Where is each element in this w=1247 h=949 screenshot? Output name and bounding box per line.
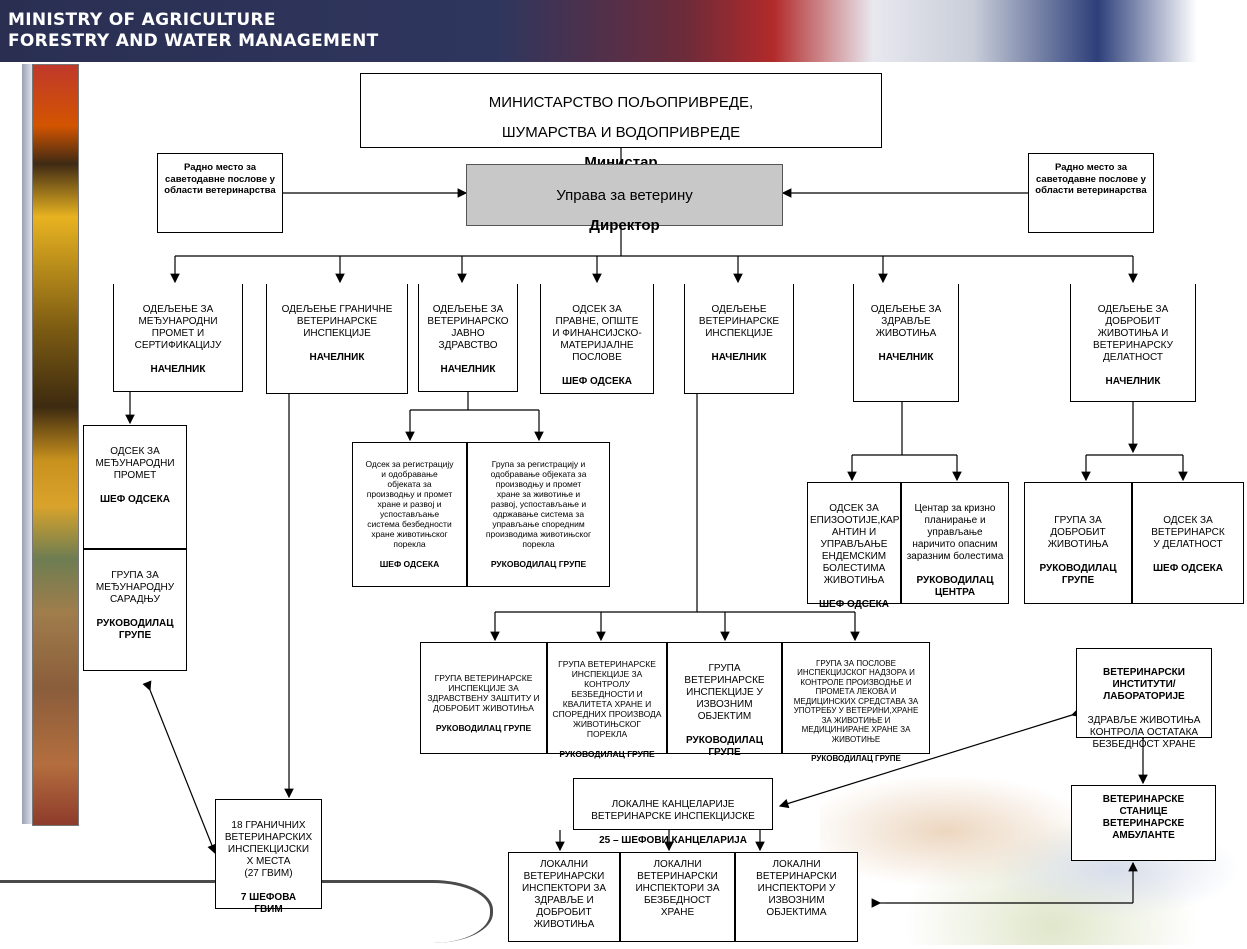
local-offices-box: ЛОКАЛНЕ КАНЦЕЛАРИЈЕ ВЕТЕРИНАРСКЕ ИНСПЕКЦ… xyxy=(573,778,773,846)
department-role: ШЕФ ОДСЕКА xyxy=(561,376,633,387)
department-title: ОДЕЉЕЊЕ ЗА ДОБРОБИТ ЖИВОТИЊА И ВЕТЕРИНАР… xyxy=(1093,304,1173,363)
department-title: ОДЕЉЕЊЕ ЗА ВЕТЕРИНАРСКО ЈАВНО ЗДРАВСТВО xyxy=(427,304,509,351)
unit-title: ГРУПА ВЕТЕРИНАРСКЕ ИНСПЕКЦИЈЕ ЗА КОНТРОЛ… xyxy=(552,659,662,739)
header-banner: MINISTRY OF AGRICULTURE FORESTRY AND WAT… xyxy=(0,0,1247,62)
stations-box: ВЕТЕРИНАРСКЕ СТАНИЦЕ ВЕТЕРИНАРСКЕ АМБУЛА… xyxy=(1071,785,1216,861)
border-inspection-points: 18 ГРАНИЧНИХ ВЕТЕРИНАРСКИХ ИНСПЕКЦИЈСКИ … xyxy=(215,799,322,915)
section-registration-food: Одсек за регистрацију и одобравање објек… xyxy=(352,442,467,587)
unit-role: РУКОВОДИЛАЦ ГРУПЕ xyxy=(685,735,764,758)
unit-title: Центар за кризно планирање и управљање н… xyxy=(906,503,1004,562)
unit-role: ШЕФ ОДСЕКА xyxy=(379,559,440,569)
section-legal-finance: ОДСЕК ЗА ПРАВНЕ, ОПШТЕ И ФИНАНСИЈСКО- МА… xyxy=(540,284,654,394)
department-title: ОДЕЉЕЊЕ ГРАНИЧНЕ ВЕТЕРИНАРСКЕ ИНСПЕКЦИЈЕ xyxy=(281,304,393,339)
advisory-right-box: Радно место за саветодавне послове у обл… xyxy=(1028,153,1154,233)
unit-title: ОДСЕК ЗА ВЕТЕРИНАРСК У ДЕЛАТНОСТ xyxy=(1151,515,1225,550)
unit-title: ГРУПА ВЕТЕРИНАРСКЕ ИНСПЕКЦИЈЕ ЗА ЗДРАВСТ… xyxy=(427,673,540,713)
center-crisis-planning: Центар за кризно планирање и управљање н… xyxy=(901,482,1009,604)
group-international-cooperation: ГРУПА ЗА МЕЂУНАРОДНУ САРАДЊУ РУКОВОДИЛАЦ… xyxy=(83,549,187,671)
unit-title: 18 ГРАНИЧНИХ ВЕТЕРИНАРСКИХ ИНСПЕКЦИЈСКИ … xyxy=(224,820,313,879)
banner-line-1: MINISTRY OF AGRICULTURE xyxy=(8,10,276,30)
directorate-box: Управа за ветерину Директор xyxy=(466,164,783,234)
institutes-sub: ЗДРАВЉЕ ЖИВОТИЊА КОНТРОЛА ОСТАТАКА БЕЗБЕ… xyxy=(1087,715,1201,750)
unit-role: РУКОВОДИЛАЦ ГРУПЕ xyxy=(435,723,532,733)
department-title: ОДЕЉЕЊЕ ВЕТЕРИНАРСКЕ ИНСПЕКЦИЈЕ xyxy=(698,304,780,339)
unit-role: ШЕФ ОДСЕКА xyxy=(1152,563,1224,574)
department-role: НАЧЕЛНИК xyxy=(309,352,365,363)
section-epizootics: ОДСЕК ЗА ЕПИЗООТИЈЕ,КАР АНТИН И УПРАВЉАЊ… xyxy=(807,482,901,610)
unit-role: РУКОВОДИЛАЦ ГРУПЕ xyxy=(811,753,901,763)
department-role: НАЧЕЛНИК xyxy=(440,364,496,375)
section-international-trade: ОДСЕК ЗА МЕЂУНАРОДНИ ПРОМЕТ ШЕФ ОДСЕКА xyxy=(83,425,187,549)
unit-role: РУКОВОДИЛАЦ ГРУПЕ xyxy=(96,618,174,641)
advisory-left-box: Радно место за саветодавне послове у обл… xyxy=(157,153,283,233)
unit-role: РУКОВОДИЛАЦ ГРУПЕ xyxy=(1039,563,1117,586)
banner-title: MINISTRY OF AGRICULTURE FORESTRY AND WAT… xyxy=(8,10,379,52)
unit-title: ГРУПА ВЕТЕРИНАРСКЕ ИНСПЕКЦИЈЕ У ИЗВОЗНИМ… xyxy=(684,663,765,722)
group-animal-welfare: ГРУПА ЗА ДОБРОБИТ ЖИВОТИЊА РУКОВОДИЛАЦ Г… xyxy=(1024,482,1132,604)
department-public-health: ОДЕЉЕЊЕ ЗА ВЕТЕРИНАРСКО ЈАВНО ЗДРАВСТВО … xyxy=(418,284,518,392)
group-inspection-food-safety: ГРУПА ВЕТЕРИНАРСКЕ ИНСПЕКЦИЈЕ ЗА КОНТРОЛ… xyxy=(547,642,667,759)
unit-title: ЛОКАЛНЕ КАНЦЕЛАРИЈЕ ВЕТЕРИНАРСКЕ ИНСПЕКЦ… xyxy=(591,799,755,822)
side-photo-strip xyxy=(32,64,79,826)
department-role: НАЧЕЛНИК xyxy=(878,352,934,363)
unit-role: ШЕФ ОДСЕКА xyxy=(818,599,890,610)
unit-title: ОДСЕК ЗА МЕЂУНАРОДНИ ПРОМЕТ xyxy=(95,446,175,481)
unit-role: 25 – ШЕФОВИ КАНЦЕЛАРИЈА xyxy=(599,835,747,846)
group-inspection-export: ГРУПА ВЕТЕРИНАРСКЕ ИНСПЕКЦИЈЕ У ИЗВОЗНИМ… xyxy=(667,642,782,758)
group-inspection-medicines: ГРУПА ЗА ПОСЛОВЕ ИНСПЕКЦИЈСКОГ НАДЗОРА И… xyxy=(782,642,930,763)
unit-title: Одсек за регистрацију и одобравање објек… xyxy=(365,459,454,549)
department-animal-welfare: ОДЕЉЕЊЕ ЗА ДОБРОБИТ ЖИВОТИЊА И ВЕТЕРИНАР… xyxy=(1070,284,1196,402)
double-arrow-intl-border xyxy=(142,680,217,855)
local-inspectors-animal-health: ЛОКАЛНИ ВЕТЕРИНАРСКИ ИНСПЕКТОРИ ЗА ЗДРАВ… xyxy=(508,852,620,942)
ministry-box: МИНИСТАРСТВО ПОЉОПРИВРЕДЕ, ШУМАРСТВА И В… xyxy=(360,73,882,171)
department-title: ОДСЕК ЗА ПРАВНЕ, ОПШТЕ И ФИНАНСИЈСКО- МА… xyxy=(552,304,642,363)
unit-title: ГРУПА ЗА МЕЂУНАРОДНУ САРАДЊУ xyxy=(95,570,175,605)
department-role: НАЧЕЛНИК xyxy=(711,352,767,363)
directorate-role: Директор xyxy=(589,217,660,234)
unit-role: РУКОВОДИЛАЦ ЦЕНТРА xyxy=(916,575,994,598)
unit-title: ГРУПА ЗА ДОБРОБИТ ЖИВОТИЊА xyxy=(1047,515,1109,550)
unit-role: РУКОВОДИЛАЦ ГРУПЕ xyxy=(490,559,587,569)
department-title: ОДЕЉЕЊЕ ЗА ЗДРАВЉЕ ЖИВОТИЊА xyxy=(870,304,942,339)
unit-role: РУКОВОДИЛАЦ ГРУПЕ xyxy=(559,749,655,759)
ministry-line-1: МИНИСТАРСТВО ПОЉОПРИВРЕДЕ, xyxy=(488,94,754,111)
unit-role: ШЕФ ОДСЕКА xyxy=(99,494,171,505)
ministry-line-2: ШУМАРСТВА И ВОДОПРИВРЕДЕ xyxy=(501,124,741,141)
department-international: ОДЕЉЕЊЕ ЗА МЕЂУНАРОДНИ ПРОМЕТ И СЕРТИФИК… xyxy=(113,284,243,392)
banner-line-2: FORESTRY AND WATER MANAGEMENT xyxy=(8,31,379,51)
local-inspectors-food-safety: ЛОКАЛНИ ВЕТЕРИНАРСКИ ИНСПЕКТОРИ ЗА БЕЗБЕ… xyxy=(620,852,735,942)
double-arrow-institutes-local xyxy=(778,707,1082,809)
group-registration-feed: Група за регистрацију и одобравање објек… xyxy=(467,442,610,587)
side-strip-frame xyxy=(22,64,32,824)
department-role: НАЧЕЛНИК xyxy=(1105,376,1161,387)
department-vet-inspection: ОДЕЉЕЊЕ ВЕТЕРИНАРСКЕ ИНСПЕКЦИЈЕ НАЧЕЛНИК xyxy=(684,284,794,394)
unit-title: ОДСЕК ЗА ЕПИЗООТИЈЕ,КАР АНТИН И УПРАВЉАЊ… xyxy=(810,503,900,586)
institutes-title: ВЕТЕРИНАРСКИ ИНСТИТУТИ/ ЛАБОРАТОРИЈЕ xyxy=(1103,667,1185,702)
unit-title: ГРУПА ЗА ПОСЛОВЕ ИНСПЕКЦИЈСКОГ НАДЗОРА И… xyxy=(793,658,919,744)
department-border-inspection: ОДЕЉЕЊЕ ГРАНИЧНЕ ВЕТЕРИНАРСКЕ ИНСПЕКЦИЈЕ… xyxy=(266,284,408,394)
department-animal-health: ОДЕЉЕЊЕ ЗА ЗДРАВЉЕ ЖИВОТИЊА НАЧЕЛНИК xyxy=(853,284,959,402)
institutes-box: ВЕТЕРИНАРСКИ ИНСТИТУТИ/ ЛАБОРАТОРИЈЕ ЗДР… xyxy=(1076,648,1212,750)
local-inspectors-export: ЛОКАЛНИ ВЕТЕРИНАРСКИ ИНСПЕКТОРИ У ИЗВОЗН… xyxy=(735,852,858,942)
department-title: ОДЕЉЕЊЕ ЗА МЕЂУНАРОДНИ ПРОМЕТ И СЕРТИФИК… xyxy=(134,304,222,351)
department-role: НАЧЕЛНИК xyxy=(150,364,206,375)
section-vet-practice: ОДСЕК ЗА ВЕТЕРИНАРСК У ДЕЛАТНОСТ ШЕФ ОДС… xyxy=(1132,482,1244,604)
unit-title: Група за регистрацију и одобравање објек… xyxy=(485,459,592,549)
group-inspection-animal-health: ГРУПА ВЕТЕРИНАРСКЕ ИНСПЕКЦИЈЕ ЗА ЗДРАВСТ… xyxy=(420,642,547,754)
unit-role: 7 ШЕФОВА ГВИМ xyxy=(240,892,297,915)
directorate-title: Управа за ветерину xyxy=(556,187,693,204)
